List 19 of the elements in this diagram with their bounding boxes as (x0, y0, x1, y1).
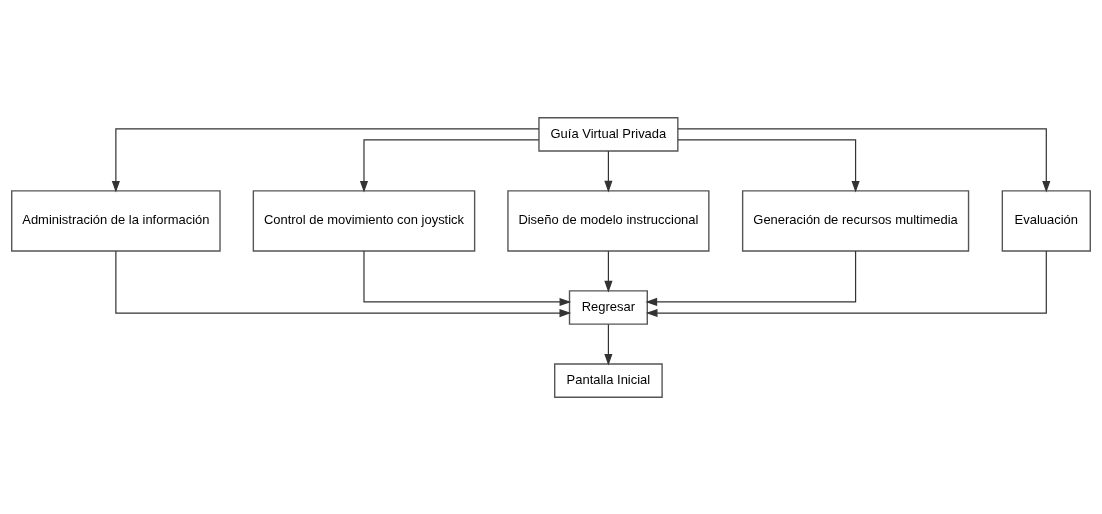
node-box: Regresar (568, 289, 648, 325)
arrow (363, 250, 572, 306)
arrow (111, 127, 540, 193)
arrow (604, 250, 613, 293)
arrow (604, 149, 613, 192)
arrow (604, 323, 613, 366)
arrow (645, 250, 857, 306)
arrow (677, 138, 860, 193)
node-box: Pantalla Inicial (554, 362, 663, 398)
arrow (677, 127, 1051, 193)
node-box: Administración de la información (11, 189, 221, 252)
arrow (115, 250, 572, 317)
arrow (359, 138, 540, 193)
node-box: Guía Virtual Privada (538, 116, 679, 152)
arrow (645, 250, 1047, 317)
node-box: Generación de recursos multimedia (741, 189, 970, 252)
node-box: Control de movimiento con joystick (252, 189, 476, 252)
node-box: Evaluación (1001, 189, 1091, 252)
node-box: Diseño de modelo instruccional (507, 189, 710, 252)
